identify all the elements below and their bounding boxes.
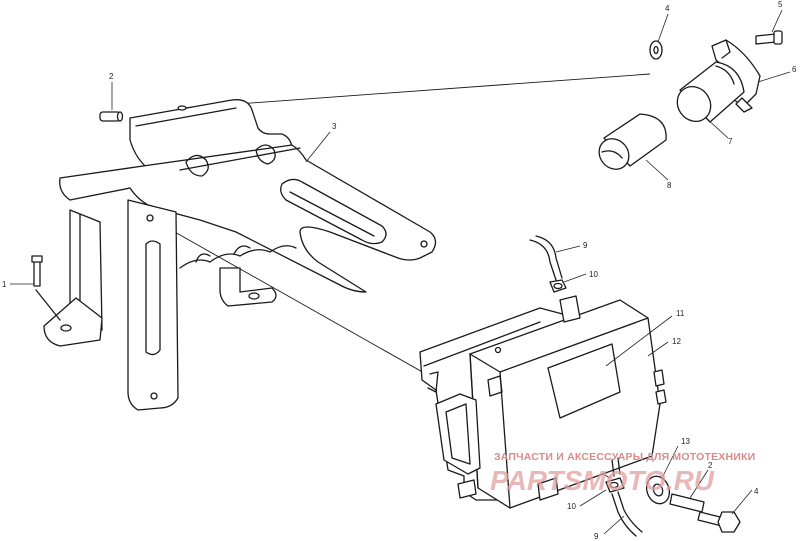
- callout-4-bottom: 4: [754, 487, 759, 496]
- washer-part-4: [649, 40, 663, 60]
- cover-part-8: [598, 113, 667, 170]
- callout-12: 12: [672, 337, 681, 346]
- nut-wire-bottom: [605, 457, 643, 537]
- cdi-module: [419, 295, 667, 509]
- nut-part-10-top: [549, 279, 567, 293]
- callout-5: 5: [778, 0, 783, 9]
- screw-part-5: [755, 30, 783, 45]
- callout-8: 8: [667, 181, 672, 190]
- callout-2-bottom: 2: [708, 461, 713, 470]
- pin-part-2: [99, 111, 124, 122]
- watermark-brand: PARTSMOTO.RU: [490, 465, 715, 496]
- callout-3: 3: [332, 122, 337, 131]
- callout-9: 9: [583, 241, 588, 250]
- callout-10-bottom: 10: [567, 502, 576, 511]
- watermark: ЗАПЧАСТИ И АКСЕССУАРЫ ДЛЯ МОТОТЕХНИКИ PA…: [490, 451, 755, 496]
- callout-1: 1: [2, 280, 7, 289]
- callout-7: 7: [728, 137, 733, 146]
- bolt-part-4-bottom: [697, 511, 741, 533]
- callout-10: 10: [589, 270, 598, 279]
- callout-6: 6: [792, 65, 797, 74]
- callout-11: 11: [676, 309, 685, 318]
- callout-2: 2: [109, 72, 114, 81]
- callout-13: 13: [681, 437, 690, 446]
- pin-part-2-bottom: [669, 493, 705, 513]
- grommet-part-13: [645, 475, 671, 505]
- wire-part-9-top: [529, 235, 563, 281]
- watermark-tagline: ЗАПЧАСТИ И АКСЕССУАРЫ ДЛЯ МОТОТЕХНИКИ: [494, 451, 755, 463]
- bolt-part-1: [31, 255, 61, 321]
- callout-9-bottom: 9: [594, 532, 599, 541]
- capacitor-part-7: [676, 61, 745, 123]
- mounting-bracket: [43, 99, 437, 411]
- callout-4: 4: [665, 4, 670, 13]
